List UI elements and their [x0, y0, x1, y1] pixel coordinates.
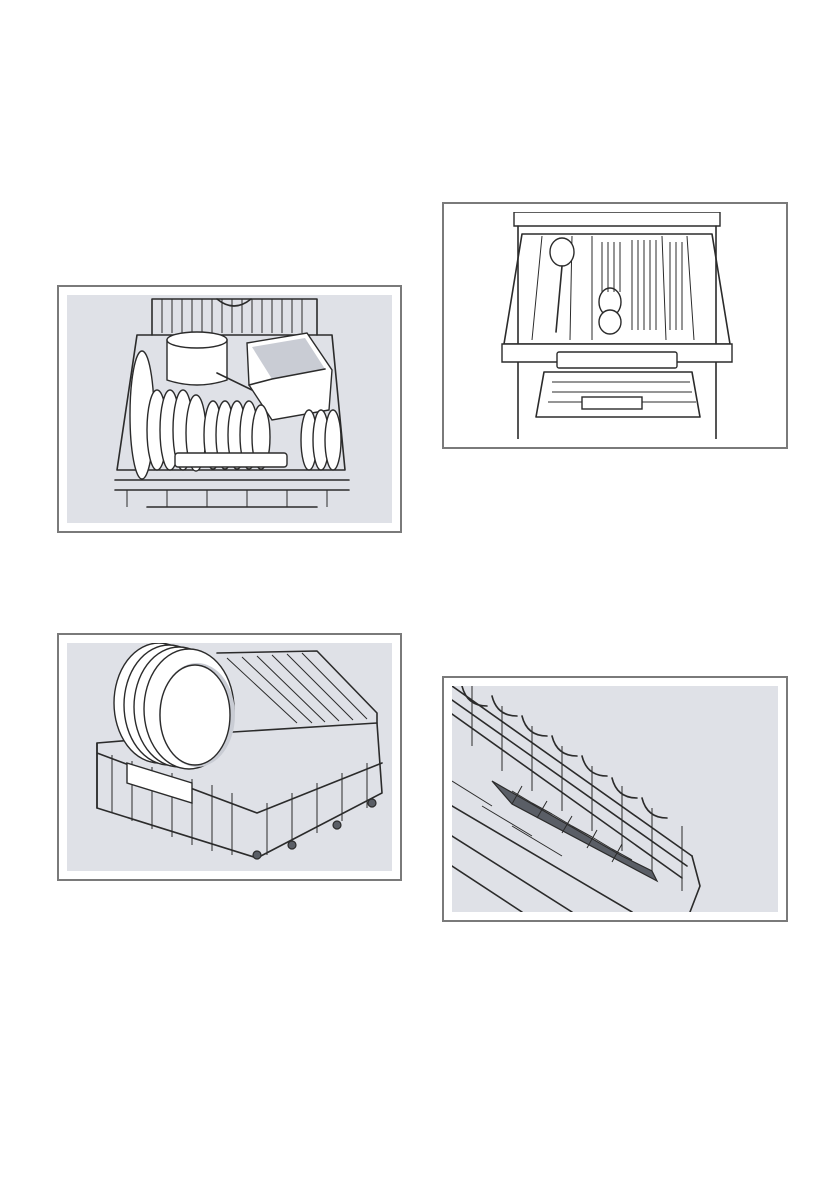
figure-plate-basket [57, 633, 402, 881]
figure-rack-clip [442, 676, 788, 922]
figure-panel [67, 643, 392, 871]
dishwasher-lower-basket-icon [67, 295, 392, 523]
plate-basket-icon [67, 643, 392, 871]
figure-panel [452, 686, 778, 912]
figure-lower-basket [57, 285, 402, 533]
figure-cutlery-drawer [442, 202, 788, 449]
figure-panel [67, 295, 392, 523]
figure-panel [452, 212, 778, 439]
cutlery-drawer-icon [452, 212, 778, 439]
rack-clip-icon [452, 686, 778, 912]
